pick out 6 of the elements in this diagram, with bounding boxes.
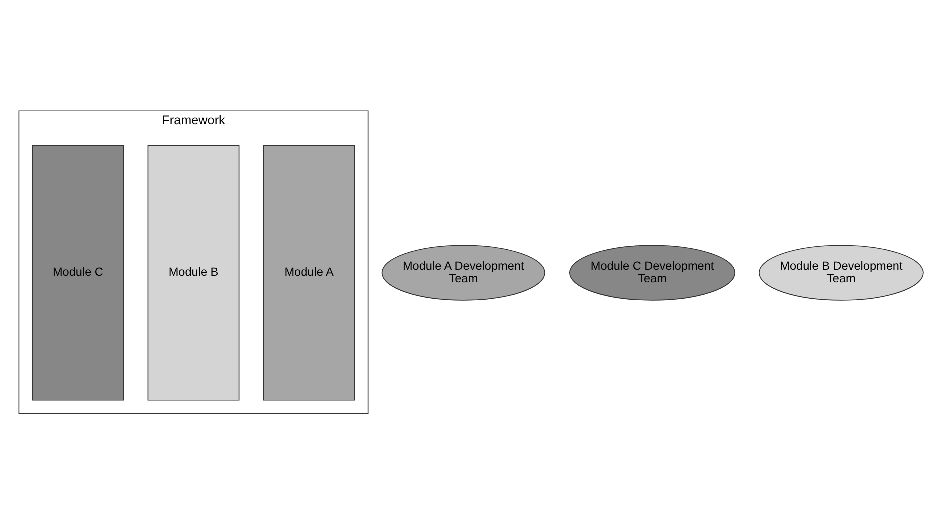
node-ellipse: Module A Development Team xyxy=(382,244,546,300)
node-box: Module A xyxy=(263,144,356,400)
node-box: Module B xyxy=(148,144,240,400)
node-box: Module C xyxy=(32,144,124,400)
node-ellipse: Module B Development Team xyxy=(759,244,924,300)
node-ellipse: Module C Development Team xyxy=(569,244,736,300)
